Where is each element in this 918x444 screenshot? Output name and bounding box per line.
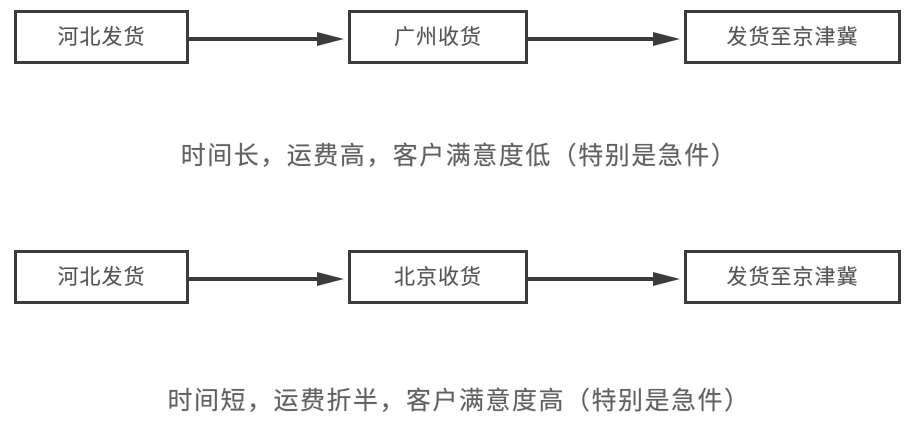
arrow-shaft [528, 37, 655, 41]
node-label: 河北发货 [57, 264, 146, 289]
arrow-shaft [528, 277, 655, 281]
node-ship-to-jingjinji-row2: 发货至京津冀 [684, 250, 901, 304]
flow-row-via-guangzhou: 河北发货 广州收货 发货至京津冀 [0, 10, 918, 68]
arrow-right-icon-row2-2 [528, 272, 685, 286]
arrow-head [653, 32, 680, 46]
node-label: 河北发货 [57, 24, 146, 49]
flow-row-via-beijing: 河北发货 北京收货 发货至京津冀 [0, 250, 918, 308]
arrow-head [317, 272, 344, 286]
node-label: 北京收货 [394, 264, 482, 289]
arrow-shaft [189, 277, 319, 281]
arrow-shaft [189, 37, 319, 41]
caption-via-beijing: 时间短，运费折半，客户满意度高（特别是急件） [167, 386, 751, 415]
node-ship-to-jingjinji-row1: 发货至京津冀 [684, 10, 901, 64]
node-label: 广州收货 [394, 24, 482, 49]
arrow-head [653, 272, 680, 286]
node-label: 发货至京津冀 [726, 264, 859, 289]
arrow-head [317, 32, 344, 46]
node-beijing-receive: 北京收货 [348, 250, 528, 304]
node-hebei-ship-row2: 河北发货 [14, 250, 189, 304]
node-label: 发货至京津冀 [726, 24, 859, 49]
node-hebei-ship-row1: 河北发货 [14, 10, 189, 64]
caption-via-guangzhou: 时间长，运费高，客户满意度低（特别是急件） [180, 141, 738, 170]
arrow-right-icon-row1-1 [189, 32, 349, 46]
node-guangzhou-receive: 广州收货 [348, 10, 528, 64]
arrow-right-icon-row1-2 [528, 32, 685, 46]
arrow-right-icon-row2-1 [189, 272, 349, 286]
